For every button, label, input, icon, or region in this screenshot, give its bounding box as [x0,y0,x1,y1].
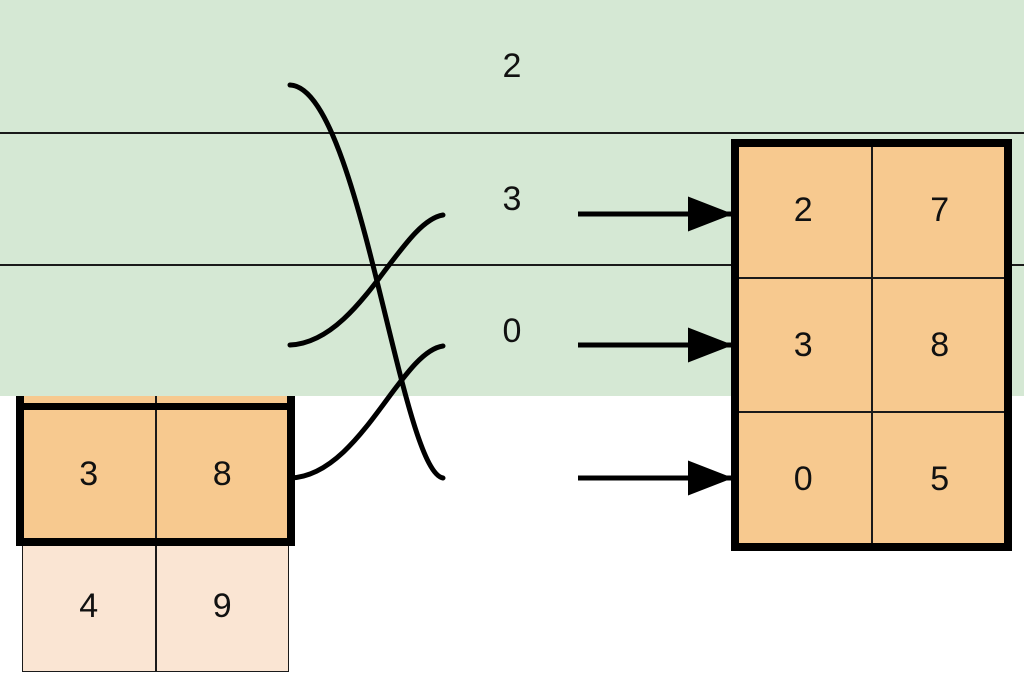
table-row[interactable]: 2 7 [735,143,1008,278]
source-cell-r3c0: 3 [22,408,156,541]
result-cell-r1c1: 8 [871,277,1008,413]
source-cell-r4c0: 4 [22,540,156,672]
result-cell-r1c0: 3 [735,277,872,413]
result-cell-r0c0: 2 [735,143,872,278]
result-cell-r0c1: 7 [871,143,1008,278]
index-array-column: 2 3 0 [0,0,1024,396]
highlight-inner-divider [24,403,287,410]
table-row[interactable]: 3 8 [22,408,289,541]
result-array-table: 2 7 3 8 0 5 [735,143,1008,547]
source-cell-r3c1: 8 [155,408,289,541]
source-cell-r4c1: 9 [155,540,289,672]
index-cell-0[interactable]: 2 [0,0,1024,132]
table-row[interactable]: 0 5 [735,412,1008,547]
table-row[interactable]: 4 9 [22,540,289,672]
result-cell-r2c1: 5 [871,412,1008,547]
result-cell-r2c0: 0 [735,412,872,547]
table-row[interactable]: 3 8 [735,277,1008,413]
